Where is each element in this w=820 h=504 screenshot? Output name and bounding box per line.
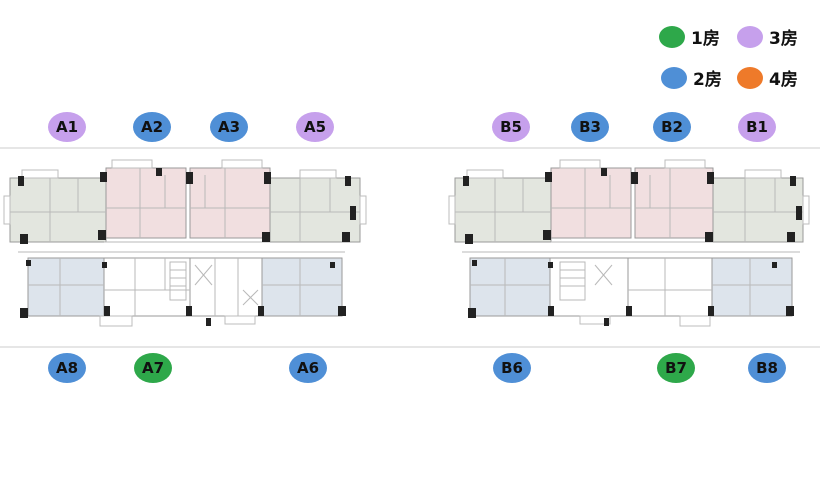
- unit-b1-area: [712, 177, 804, 243]
- unit-a5-area: [269, 177, 361, 243]
- unit-marker-a2: A2: [133, 112, 171, 142]
- unit-a3-area: [189, 167, 271, 239]
- unit-marker-b7: B7: [657, 353, 695, 383]
- unit-marker-a6: A6: [289, 353, 327, 383]
- unit-marker-a7: A7: [134, 353, 172, 383]
- unit-b2-area: [634, 167, 714, 239]
- legend-label: 2房: [693, 70, 722, 90]
- unit-marker-b5: B5: [492, 112, 530, 142]
- legend-item-3-room: 3房: [737, 24, 798, 49]
- unit-a8-area: [27, 257, 105, 317]
- legend-item-4-room: 4房: [737, 65, 798, 90]
- unit-a6-area: [261, 257, 343, 317]
- unit-b6-area: [469, 257, 551, 317]
- legend-label: 4房: [769, 70, 798, 90]
- core-a: [189, 257, 263, 317]
- unit-marker-b2: B2: [653, 112, 691, 142]
- legend-swatch-purple: [737, 25, 763, 48]
- unit-marker-a8: A8: [48, 353, 86, 383]
- legend-item-2-room: 2房: [661, 65, 722, 90]
- unit-b7-area: [627, 257, 713, 317]
- unit-marker-a3: A3: [210, 112, 248, 142]
- unit-marker-b8: B8: [748, 353, 786, 383]
- legend-label: 3房: [769, 29, 798, 49]
- unit-marker-b1: B1: [738, 112, 776, 142]
- unit-b8-area: [711, 257, 793, 317]
- unit-marker-b6: B6: [493, 353, 531, 383]
- unit-a7-area: [103, 257, 191, 317]
- building-b-plan: [448, 159, 810, 327]
- legend-item-1-room: 1房: [659, 24, 720, 49]
- building-a-plan: [3, 159, 367, 327]
- core-b: [549, 257, 629, 317]
- unit-a1-area: [9, 177, 107, 243]
- legend-label: 1房: [691, 29, 720, 49]
- unit-marker-a5: A5: [296, 112, 334, 142]
- unit-marker-a1: A1: [48, 112, 86, 142]
- unit-marker-b3: B3: [571, 112, 609, 142]
- unit-b5-area: [454, 177, 552, 243]
- unit-a2-area: [105, 167, 187, 239]
- legend-swatch-orange: [737, 66, 763, 89]
- unit-b3-area: [550, 167, 632, 239]
- legend-swatch-blue: [661, 66, 687, 89]
- legend-swatch-green: [659, 25, 685, 48]
